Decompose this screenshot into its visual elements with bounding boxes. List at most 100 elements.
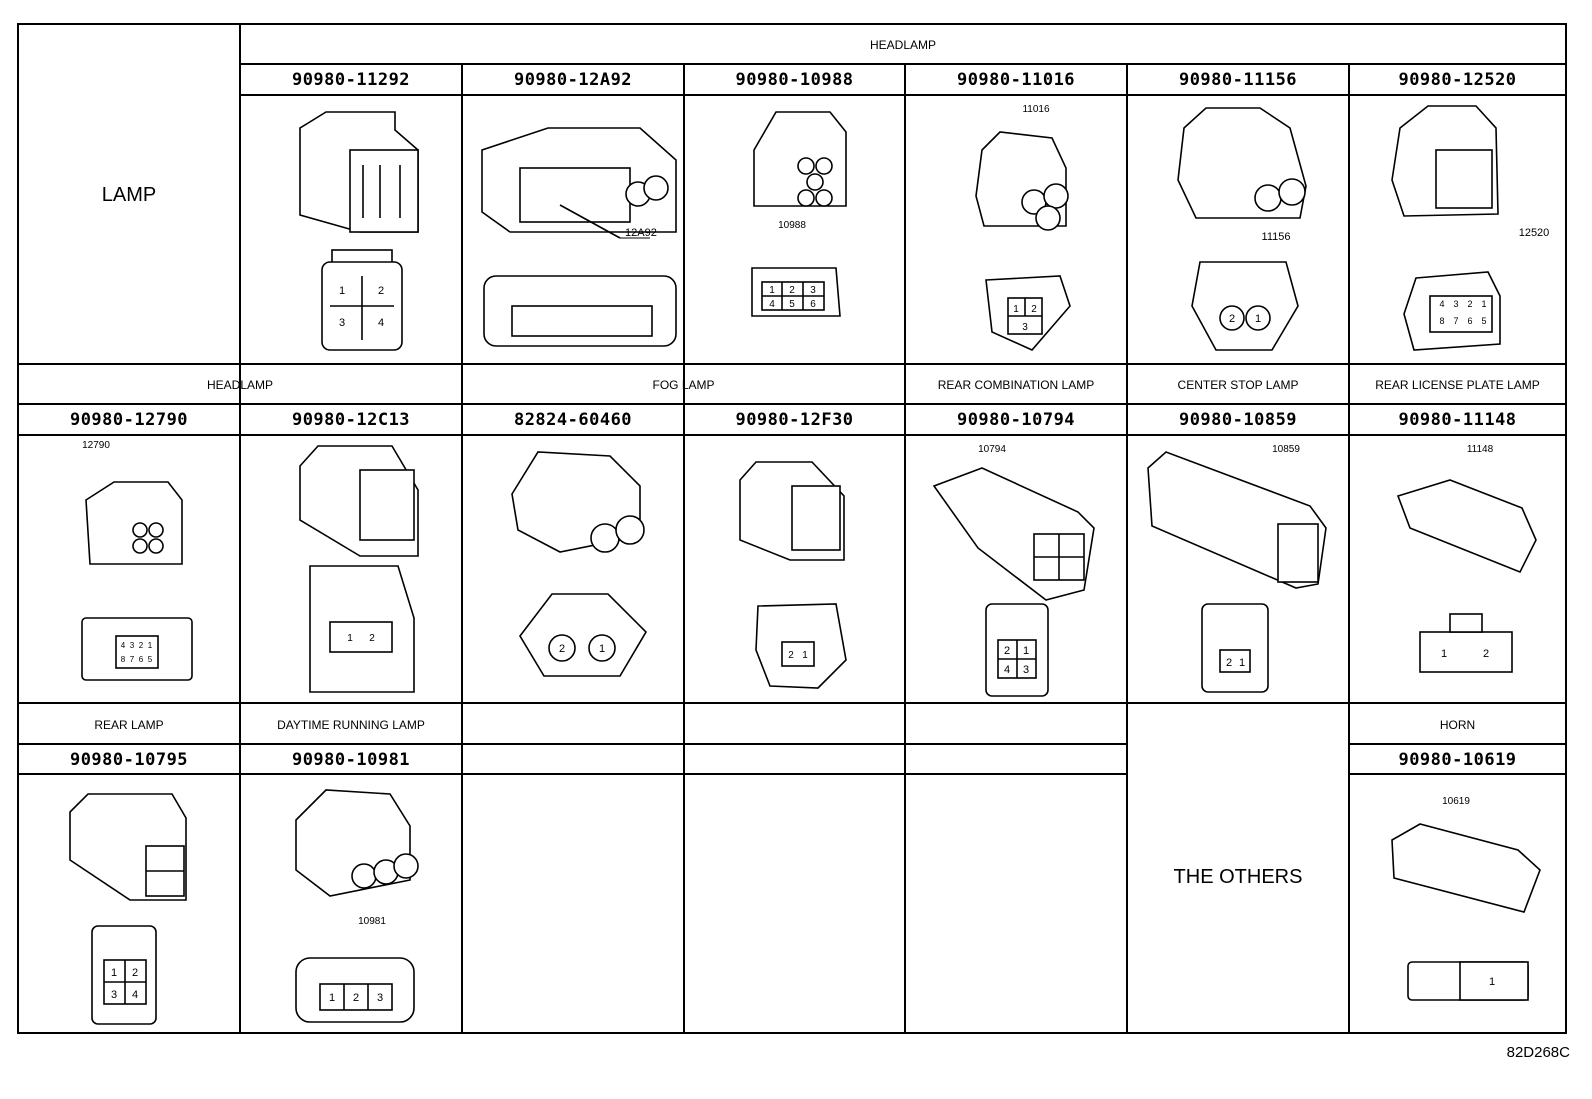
part-number: 90980-12520	[1398, 70, 1517, 90]
pin-label: 1	[148, 641, 153, 650]
connector-90980-12790-drawing	[81, 481, 193, 681]
part-number: 90980-12790	[69, 410, 189, 430]
connector-90980-10795-drawing	[69, 793, 187, 1025]
pin-label: 2	[559, 643, 565, 655]
pin-label: 4	[132, 989, 138, 1001]
callout-label: 10981	[358, 916, 386, 927]
part-number: 90980-12F30	[735, 410, 854, 430]
pin-label: 2	[1004, 645, 1010, 657]
connector-82824-60460-drawing	[511, 451, 648, 677]
pin-label: 8	[1439, 316, 1444, 326]
pin-label: 4	[1004, 664, 1010, 676]
connector-90980-10794-drawing	[932, 467, 1095, 697]
part-number: 90980-10795	[69, 750, 189, 770]
pin-label: 1	[111, 967, 117, 979]
pin-label: 5	[148, 655, 153, 664]
pin-label: 1	[1481, 299, 1486, 309]
connector-90980-10988-drawing	[751, 111, 847, 317]
connector-90980-11156-drawing	[1177, 107, 1307, 351]
category-rear-combination-lamp: REAR COMBINATION LAMP	[937, 378, 1095, 392]
pin-label: 3	[1022, 322, 1028, 333]
pin-label: 2	[789, 285, 795, 296]
part-number: 90980-11016	[956, 70, 1076, 90]
category-horn: HORN	[1439, 718, 1476, 732]
connector-90980-11148-drawing	[1396, 479, 1537, 673]
pin-label: 1	[1023, 645, 1029, 657]
part-number: 90980-10619	[1398, 750, 1517, 770]
pin-label: 3	[1023, 664, 1029, 676]
grid-lines	[17, 23, 1567, 1034]
drawing-code: 82D268C	[1506, 1044, 1570, 1061]
category-rear-license-plate-lamp: REAR LICENSE PLATE LAMP	[1375, 378, 1540, 392]
others-section-label: THE OTHERS	[1173, 866, 1303, 888]
pin-label: 3	[130, 641, 135, 650]
part-number: 90980-10981	[291, 750, 411, 770]
pin-label: 2	[353, 992, 359, 1004]
pin-label: 2	[1226, 657, 1232, 669]
category-headlamp: HEADLAMP	[869, 38, 937, 52]
part-number: 90980-10859	[1178, 410, 1298, 430]
connector-90980-12C13-drawing	[299, 445, 419, 693]
connector-90980-10859-drawing	[1147, 451, 1327, 693]
connector-90980-12F30-drawing	[739, 461, 847, 689]
pin-label: 1	[1441, 648, 1447, 660]
pin-label: 3	[1453, 299, 1458, 309]
category-fog-lamp: FOG LAMP	[652, 378, 715, 392]
pin-label: 1	[599, 643, 605, 655]
pin-label: 4	[121, 641, 126, 650]
connector-90980-11016-drawing	[975, 131, 1071, 351]
part-number: 90980-11292	[291, 70, 411, 90]
pin-label: 6	[810, 299, 816, 310]
callout-label: 11148	[1467, 444, 1494, 455]
part-number: 90980-11148	[1398, 410, 1517, 430]
part-number: 90980-12A92	[513, 70, 633, 90]
callout-label: 11016	[1022, 104, 1050, 115]
pin-label: 3	[810, 285, 816, 296]
pin-label: 1	[339, 285, 345, 297]
pin-label: 2	[1229, 313, 1235, 325]
connector-90980-10981-drawing	[295, 789, 419, 1023]
pin-label: 2	[378, 285, 384, 297]
pin-label: 2	[788, 650, 794, 661]
callout-label: 11156	[1262, 231, 1291, 243]
pin-label: 2	[132, 967, 138, 979]
pin-label: 1	[1239, 657, 1245, 669]
pin-label: 1	[802, 650, 808, 661]
pin-label: 7	[1453, 316, 1458, 326]
connector-90980-11292-drawing	[299, 111, 419, 351]
callout-label: 12A92	[625, 227, 657, 239]
category-headlamp: HEADLAMP	[206, 378, 274, 392]
part-number: 90980-11156	[1178, 70, 1298, 90]
callout-label: 12790	[82, 440, 110, 451]
pin-label: 3	[377, 992, 383, 1004]
pin-label: 1	[1013, 304, 1019, 315]
pin-label: 1	[347, 633, 353, 644]
pin-label: 4	[1439, 299, 1444, 309]
pin-label: 5	[1481, 316, 1486, 326]
pin-label: 3	[111, 989, 117, 1001]
part-number: 82824-60460	[513, 410, 633, 430]
pin-label: 2	[1031, 304, 1037, 315]
callout-label: 10859	[1272, 444, 1300, 455]
pin-label: 5	[789, 299, 795, 310]
part-number: 90980-12C13	[291, 410, 411, 430]
connector-90980-10619-drawing	[1391, 823, 1541, 1001]
pin-label: 1	[329, 992, 335, 1004]
category-daytime-running-lamp: DAYTIME RUNNING LAMP	[277, 718, 425, 732]
pin-label: 6	[1467, 316, 1472, 326]
part-number: 90980-10794	[956, 410, 1076, 430]
category-center-stop-lamp: CENTER STOP LAMP	[1177, 378, 1299, 392]
pin-label: 1	[769, 285, 775, 296]
pin-label: 8	[121, 655, 126, 664]
part-number: 90980-10988	[735, 70, 854, 90]
pin-label: 1	[1255, 313, 1261, 325]
callout-label: 12520	[1519, 227, 1550, 239]
pin-label: 2	[1467, 299, 1472, 309]
category-rear-lamp: REAR LAMP	[94, 718, 164, 732]
connector-90980-12A92-drawing	[481, 127, 677, 347]
pin-label: 4	[769, 299, 775, 310]
pin-label: 2	[139, 641, 144, 650]
callout-label: 10794	[978, 444, 1006, 455]
connector-90980-12520-drawing	[1391, 105, 1501, 351]
